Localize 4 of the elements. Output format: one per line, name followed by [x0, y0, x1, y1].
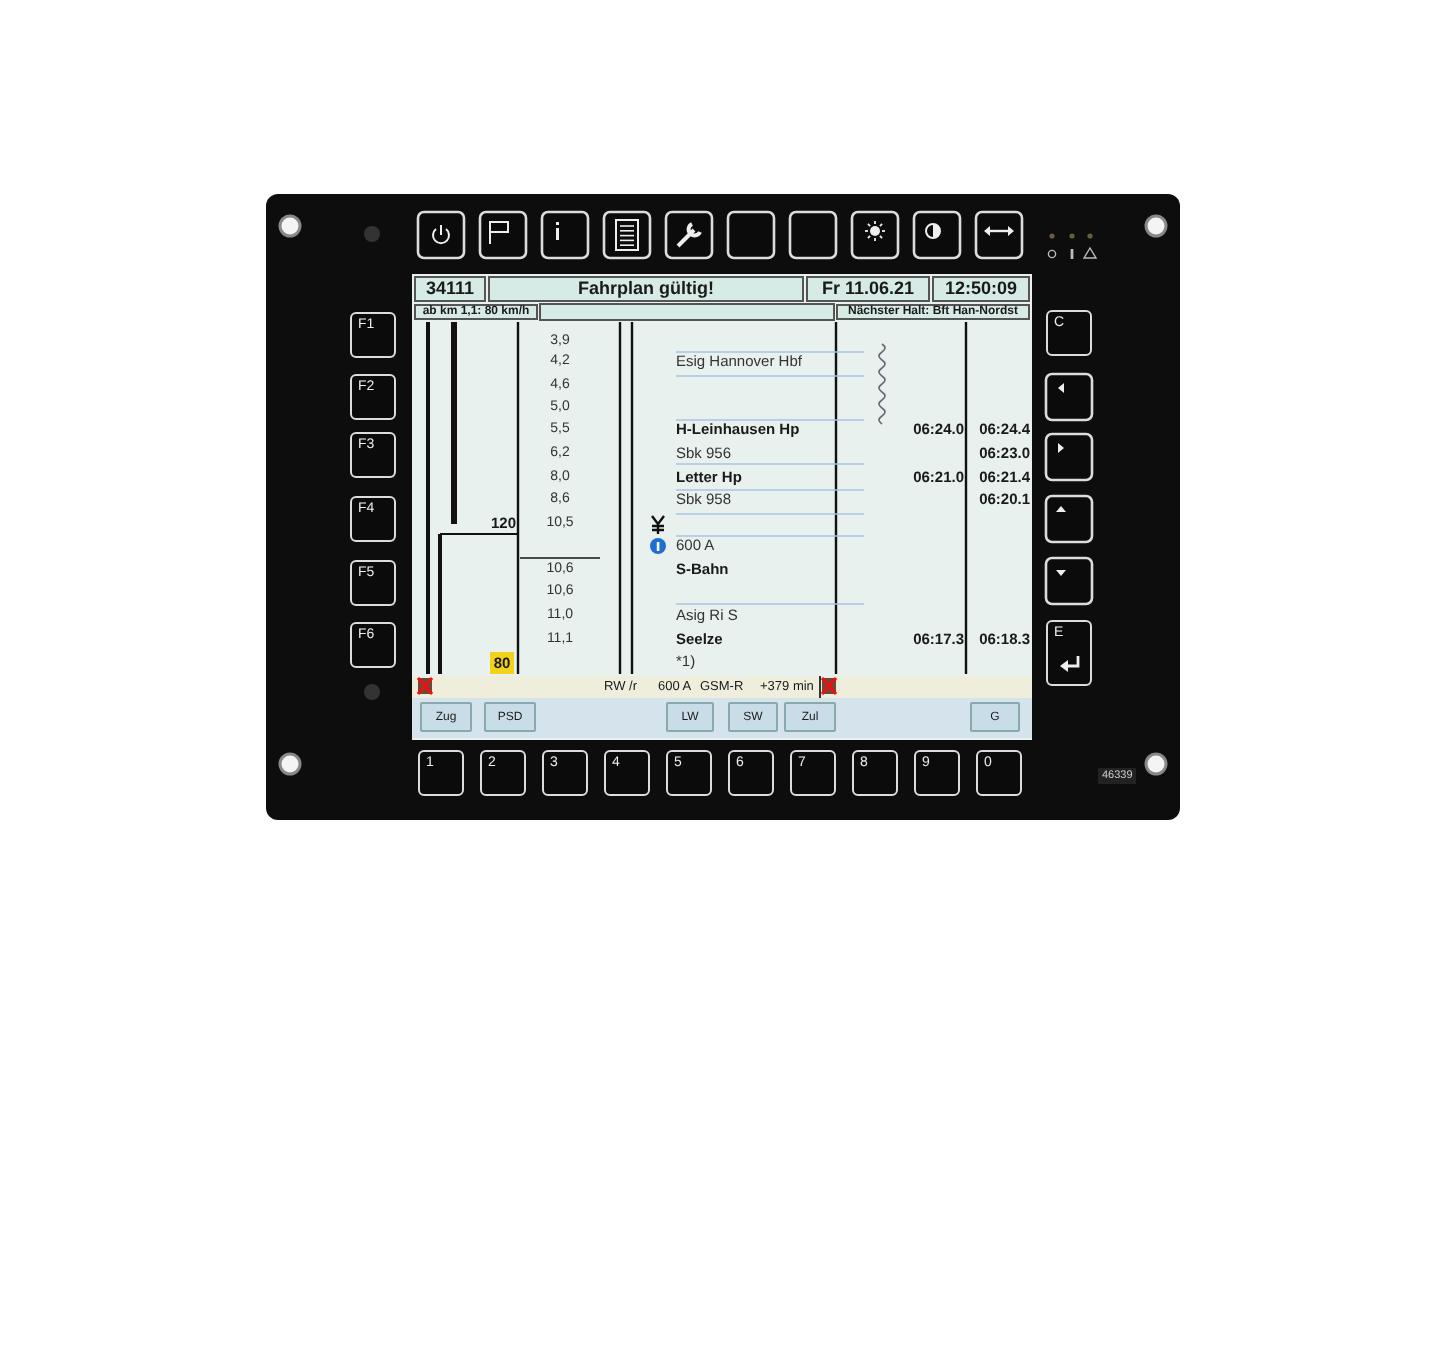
- header-field: Fr 11.06.21: [806, 276, 930, 302]
- header-field: 12:50:09: [932, 276, 1030, 302]
- header-field: 34111: [414, 276, 486, 302]
- header-field: Fahrplan gültig!: [488, 276, 804, 302]
